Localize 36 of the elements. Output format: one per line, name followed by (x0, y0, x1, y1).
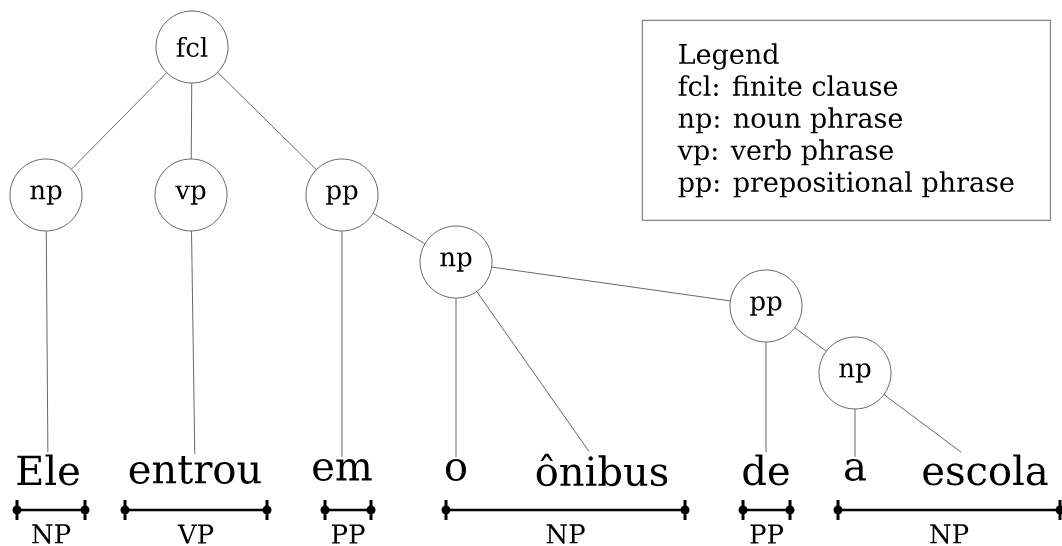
tree-branch (854, 409, 856, 458)
span-label: VP (177, 524, 214, 544)
span-label: NP (32, 524, 71, 544)
tree-node: np (9, 158, 83, 232)
span-label: NP (546, 524, 585, 544)
word: de (743, 454, 789, 486)
span-label: PP (750, 524, 784, 544)
tree-branch (341, 231, 343, 458)
tree-branch (491, 266, 731, 302)
word: Ele (17, 454, 79, 486)
tree-node: pp (729, 269, 803, 343)
tree-branch (455, 298, 457, 458)
tree-node: np (419, 225, 493, 299)
tree-branch (476, 291, 590, 452)
tree-branch (794, 327, 827, 352)
word: o (445, 459, 467, 481)
tree-branch (45, 231, 49, 453)
tree-node: pp (305, 158, 379, 232)
span-label: PP (331, 524, 365, 544)
tree-branch (71, 72, 167, 170)
tree-branch (883, 394, 962, 453)
word: em (313, 459, 372, 481)
tree-branch (765, 342, 767, 453)
tree-branch (373, 213, 425, 244)
tree-branch (217, 72, 317, 170)
word: escola (923, 454, 1048, 486)
word: a (845, 459, 866, 481)
tree-node: fcl (155, 10, 229, 84)
tree-node: np (818, 336, 892, 410)
word: entrou (129, 456, 261, 484)
legend-box: Legend fcl: finite clause np: noun phrase vp: verb phrase pp: prepositional phrase (642, 20, 1051, 221)
tree-branch (191, 231, 196, 455)
word: ônibus (536, 453, 668, 487)
span-label: NP (930, 524, 969, 544)
tree-branch (190, 83, 193, 159)
tree-node: vp (154, 158, 228, 232)
